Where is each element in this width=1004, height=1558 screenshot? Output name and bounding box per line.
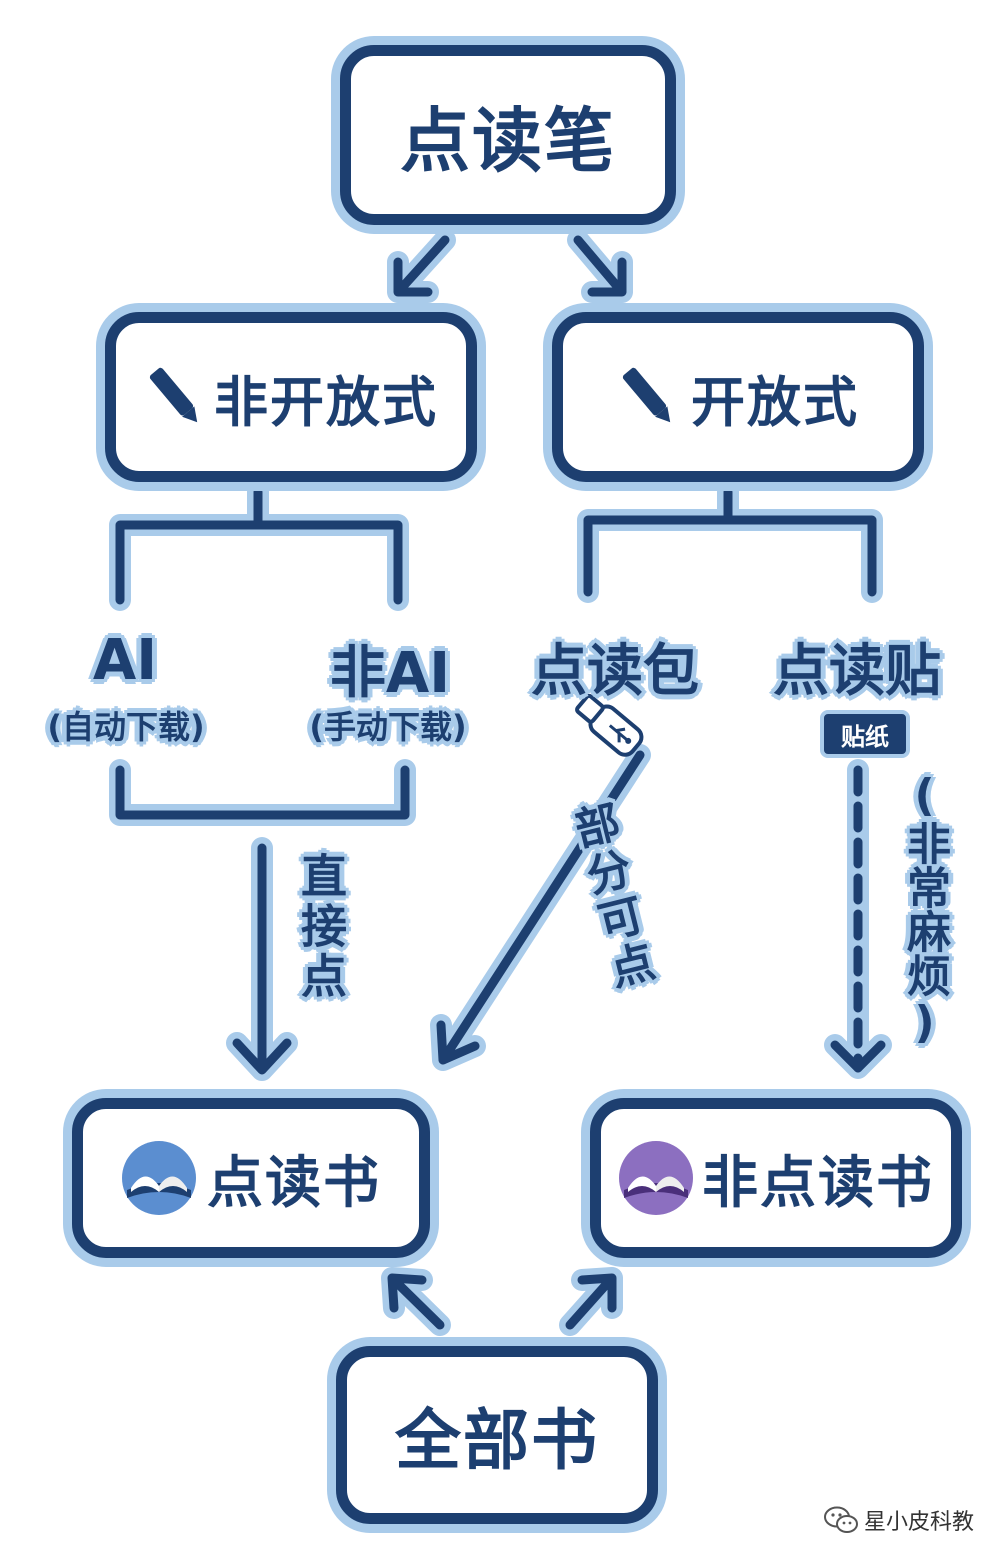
label-sticker-pen: 点读贴 [773, 639, 941, 704]
node-closed: 非开放式 [105, 312, 477, 482]
sticker-tag-label: 贴纸 [841, 722, 889, 751]
node-all-books-label: 全部书 [395, 1402, 599, 1479]
node-root: 点读笔 [340, 45, 676, 225]
node-closed-label: 非开放式 [214, 370, 438, 434]
watermark-text: 星小皮科教 [863, 1510, 974, 1535]
pen-icon [149, 367, 198, 423]
label-non-ai: 非AI [329, 641, 451, 706]
sticker-tag: 贴纸 [820, 710, 910, 758]
node-readable-book: 点读书 [72, 1098, 430, 1258]
node-non-readable-book-label: 非点读书 [702, 1150, 934, 1216]
node-open: 开放式 [552, 312, 924, 482]
book-icon [619, 1141, 693, 1215]
node-readable-book-label: 点读书 [207, 1150, 381, 1216]
node-non-readable-book: 非点读书 [590, 1098, 962, 1258]
pen-icon [622, 367, 671, 423]
node-all-books: 全部书 [336, 1346, 658, 1524]
label-non-ai-sub: (手动下载) [309, 708, 467, 746]
usb-drive-icon [575, 693, 644, 757]
edge-label-troublesome: (非常麻烦) [899, 770, 950, 1048]
edge-label-direct: 直接点 [294, 852, 348, 1002]
wechat-icon [823, 1506, 858, 1533]
watermark: 星小皮科教 [823, 1504, 974, 1536]
node-open-label: 开放式 [691, 370, 859, 434]
label-pack: 点读包 [531, 639, 699, 704]
node-root-label: 点读笔 [400, 99, 616, 182]
label-ai: AI [92, 628, 158, 693]
label-ai-sub: (自动下载) [47, 708, 205, 746]
book-icon [122, 1141, 196, 1215]
bracket-ai-join [109, 759, 416, 826]
